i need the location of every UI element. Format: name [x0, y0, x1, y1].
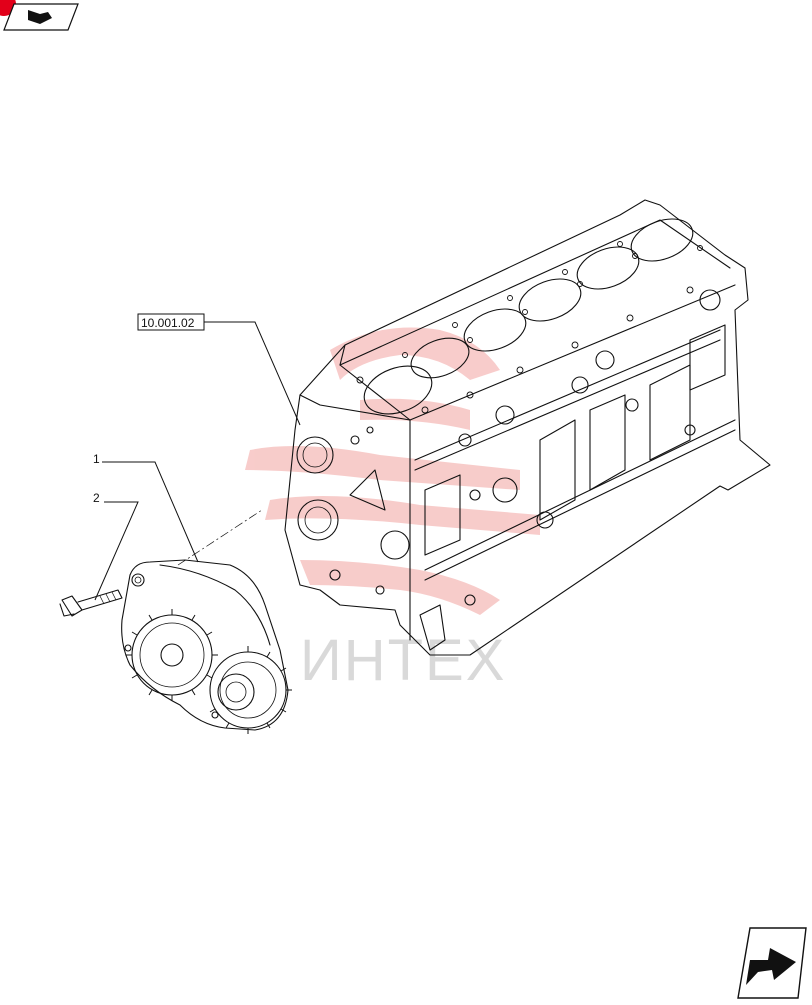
callout-1-text: 1 — [93, 452, 100, 466]
watermark-logo — [245, 327, 540, 615]
callout-2-text: 2 — [93, 491, 100, 505]
reference-leader — [204, 321, 301, 426]
callout-1[interactable]: 1 — [93, 452, 100, 466]
next-page-arrow-icon[interactable] — [737, 927, 807, 999]
watermark-text: ИНТЕХ — [300, 628, 506, 693]
engine-block — [284, 199, 771, 656]
callout-2[interactable]: 2 — [93, 491, 100, 505]
reference-label-text: 10.001.02 — [141, 316, 195, 330]
oil-pump-assembly — [121, 559, 292, 734]
alignment-line — [177, 509, 263, 566]
bolt — [59, 589, 123, 617]
callout-2-leader — [94, 501, 139, 601]
callout-1-leader — [102, 461, 199, 563]
reference-label[interactable]: 10.001.02 — [137, 313, 205, 331]
book-arrow-icon[interactable] — [0, 0, 79, 31]
